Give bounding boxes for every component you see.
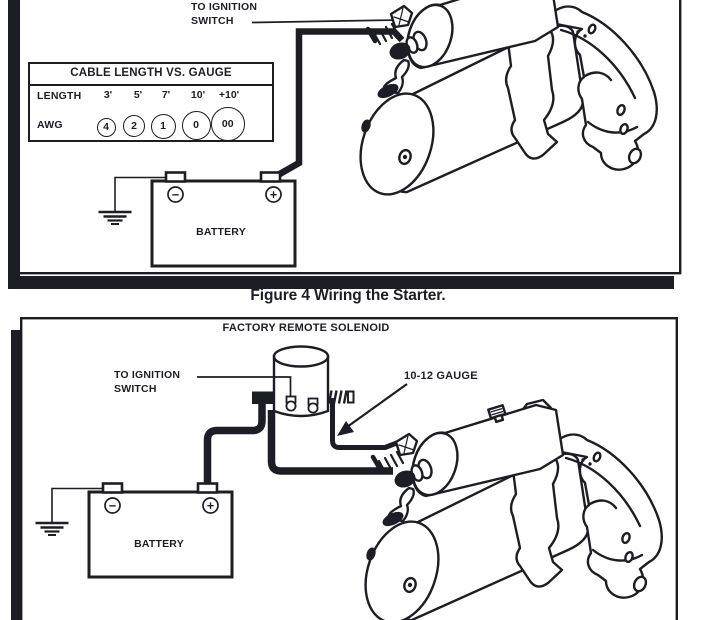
fig1-battery-positive-sign: + <box>269 187 278 202</box>
fig2-remote-solenoid-symbol <box>197 345 355 418</box>
length-value: 5' <box>133 89 143 101</box>
figure2-frame <box>11 317 678 620</box>
awg-value-circle: 00 <box>211 107 245 141</box>
fig2-battery-positive-sign: + <box>206 498 215 513</box>
fig1-ignition-wire <box>251 19 399 24</box>
fig2-ignition-label: TO IGNITION SWITCH <box>114 369 181 395</box>
figure1-frame <box>8 0 682 289</box>
fig2-battery-label: BATTERY <box>134 538 184 550</box>
awg-value-circle: 2 <box>123 115 145 137</box>
fig2-solenoid-to-starter-cable <box>267 410 393 475</box>
fig2-battery-negative-sign: − <box>108 498 117 513</box>
fig2-gauge-arrow <box>337 383 408 436</box>
fig2-gauge-wire <box>330 398 399 450</box>
table-title: CABLE LENGTH VS. GAUGE <box>30 64 272 86</box>
cable-gauge-table: CABLE LENGTH VS. GAUGE LENGTH 3' 5' 7' 1… <box>28 62 274 142</box>
fig1-battery-negative-sign: − <box>171 187 180 202</box>
figure2-wiring <box>203 398 399 486</box>
fig2-solenoid-label: FACTORY REMOTE SOLENOID <box>222 322 390 334</box>
length-value: +10' <box>218 89 240 101</box>
awg-value-circle: 1 <box>150 113 176 139</box>
fig1-ignition-label: TO IGNITION SWITCH <box>191 1 258 27</box>
length-value: 10' <box>190 89 206 101</box>
fig2-starter-illustration <box>353 400 662 620</box>
fig2-battery-to-solenoid-cable <box>203 399 266 486</box>
length-row-label: LENGTH <box>37 90 82 102</box>
length-value: 3' <box>103 89 113 101</box>
fig1-battery-label: BATTERY <box>196 226 246 238</box>
length-value: 7' <box>161 89 171 101</box>
awg-value-circle: 4 <box>96 117 116 137</box>
awg-row-label: AWG <box>37 119 63 131</box>
awg-value-circle: 0 <box>181 110 211 140</box>
fig2-ignition-wire <box>197 376 292 397</box>
fig2-gauge-label: 10-12 GAUGE <box>404 369 478 382</box>
figure-caption: Figure 4 Wiring the Starter. <box>250 287 446 304</box>
